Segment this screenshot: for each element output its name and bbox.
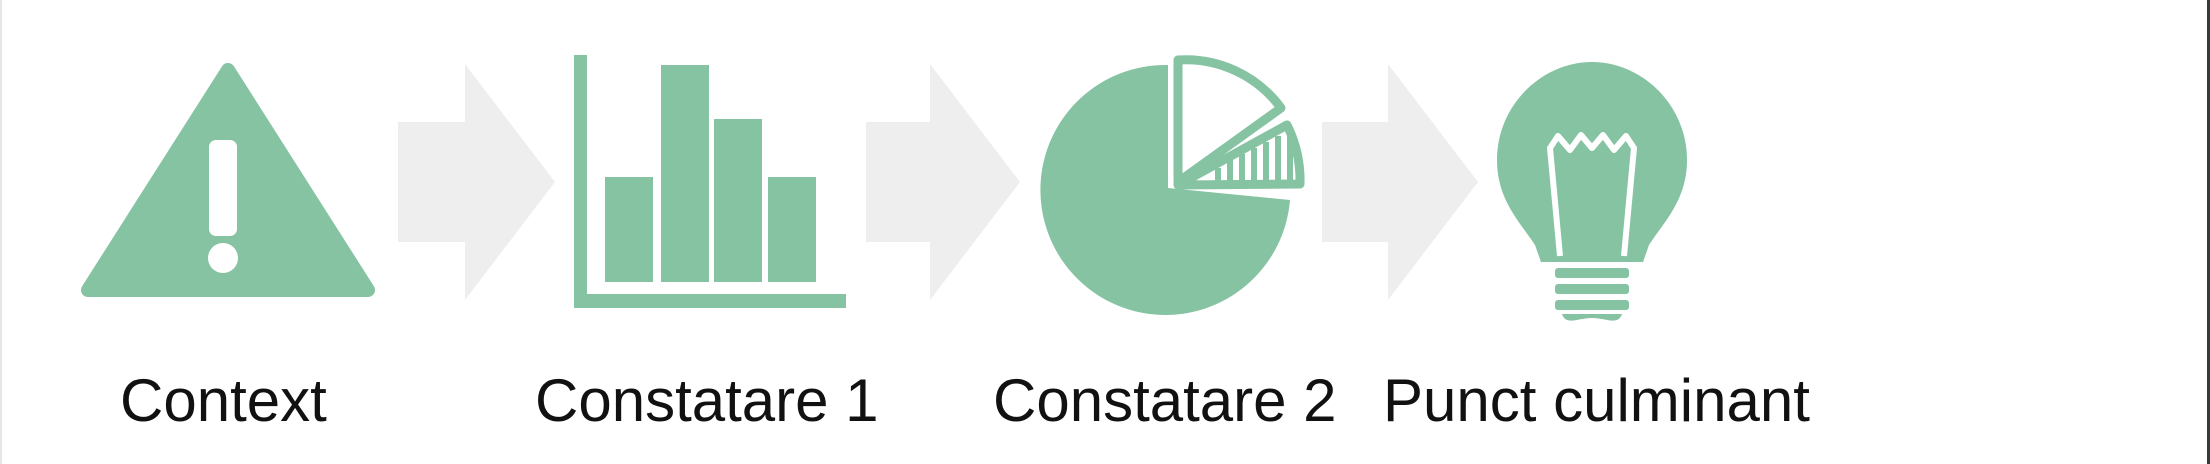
step-label-punct-culminant: Punct culminant [1383,367,1810,434]
arrow-1-icon [398,64,555,300]
step-label-constatare-1: Constatare 1 [535,367,879,434]
pie-chart-icon [1040,55,1305,315]
arrow-2-icon [866,64,1020,300]
right-border [2207,0,2210,464]
arrow-3-icon [1322,64,1478,300]
lightbulb-icon [1497,62,1687,321]
left-border [0,0,2,464]
step-label-context: Context [120,367,327,434]
step-label-constatare-2: Constatare 2 [993,367,1337,434]
warning-triangle-icon [81,63,375,297]
bar-chart-icon [574,55,846,308]
